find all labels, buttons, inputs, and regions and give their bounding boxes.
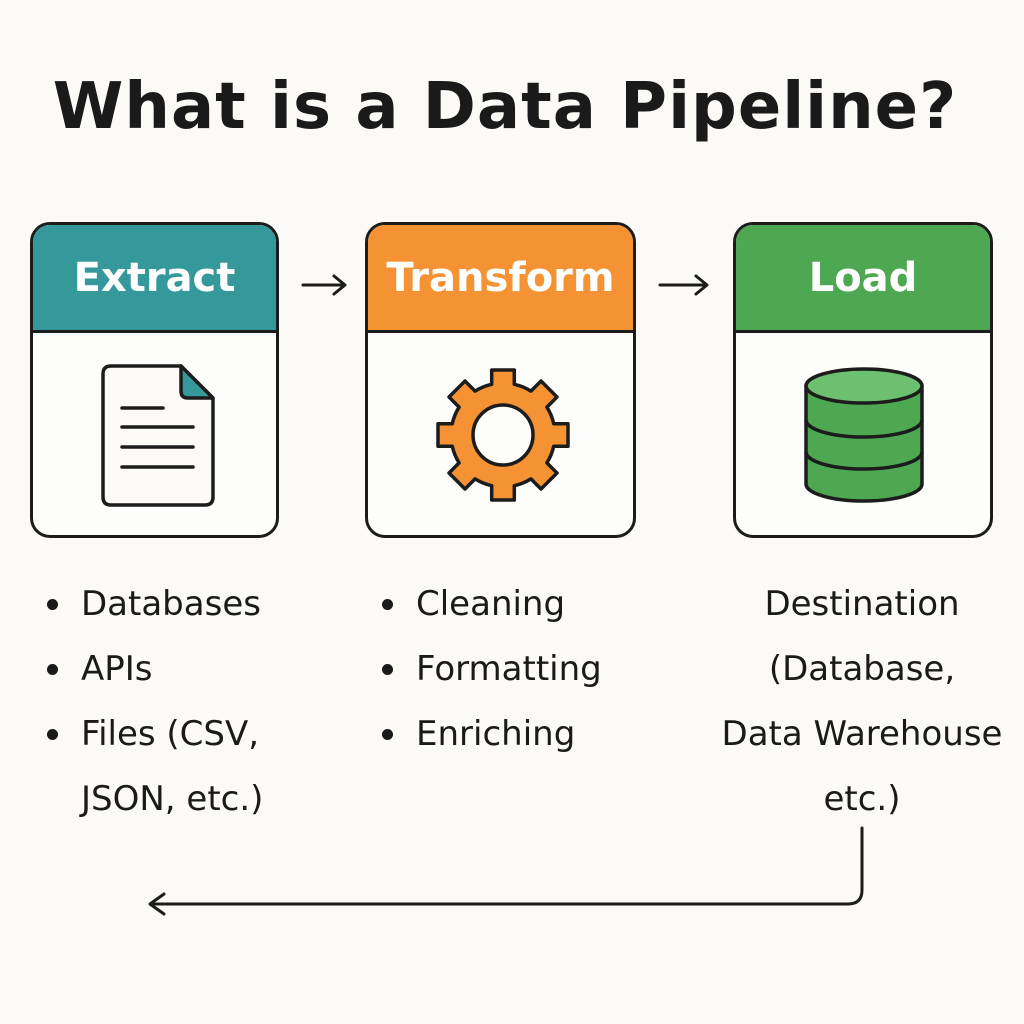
gear-icon <box>436 368 570 502</box>
destination-line: Data Warehouse <box>721 714 1003 754</box>
document-icon <box>101 364 215 507</box>
extract-list: Databases APIs Files (CSV, JSON, etc.) <box>47 572 317 832</box>
destination-line: etc.) <box>823 779 901 819</box>
list-item: Formatting <box>382 637 642 702</box>
transform-body <box>368 333 633 535</box>
list-item: Enriching <box>382 702 642 767</box>
destination-line: (Database, <box>768 649 956 689</box>
load-body <box>736 333 990 535</box>
destination-line: Destination <box>764 584 960 624</box>
arrow-right-icon <box>301 274 347 296</box>
transform-list: Cleaning Formatting Enriching <box>382 572 642 767</box>
extract-body <box>33 333 276 535</box>
list-item: APIs <box>47 637 317 702</box>
extract-card: Extract <box>30 222 279 538</box>
list-item: Cleaning <box>382 572 642 637</box>
list-item-text-continued: JSON, etc.) <box>81 779 264 819</box>
page-title: What is a Data Pipeline? <box>52 70 958 144</box>
load-destination-text: Destination (Database, Data Warehouse et… <box>700 572 1024 832</box>
database-icon <box>804 367 924 503</box>
return-arrow-icon <box>148 826 864 916</box>
load-header: Load <box>736 225 990 333</box>
transform-card: Transform <box>365 222 636 538</box>
load-card: Load <box>733 222 993 538</box>
list-item: Databases <box>47 572 317 637</box>
list-item: Files (CSV, JSON, etc.) <box>47 702 317 832</box>
list-item-text: Files (CSV, <box>81 714 260 754</box>
extract-header: Extract <box>33 225 276 333</box>
arrow-right-icon <box>658 274 709 296</box>
transform-header: Transform <box>368 225 633 333</box>
